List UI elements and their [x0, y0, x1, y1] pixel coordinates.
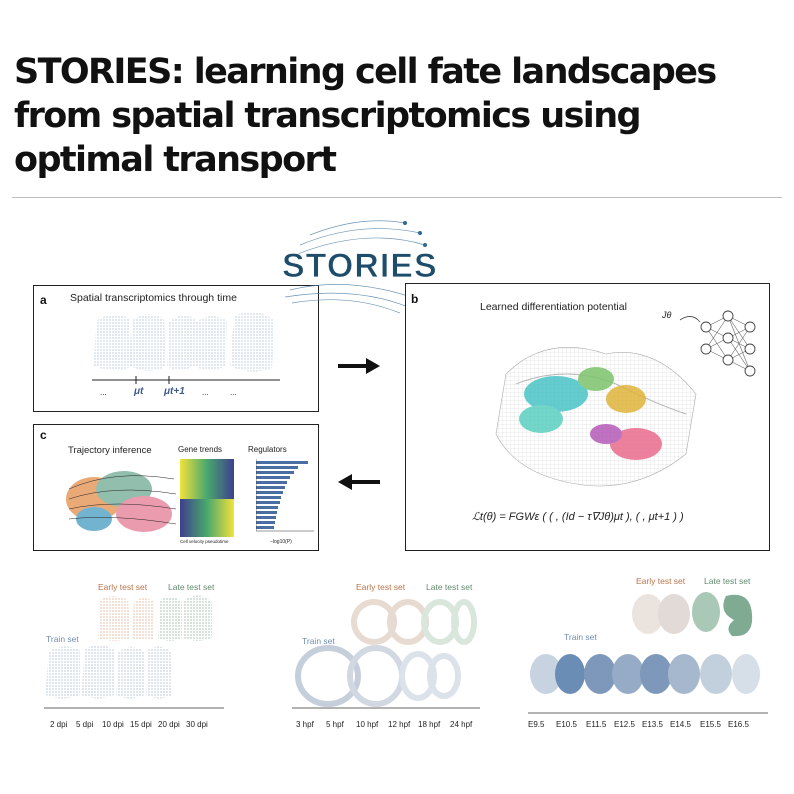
slice-1	[94, 315, 134, 370]
potential-landscape-surface	[495, 347, 697, 487]
neural-network-icon	[679, 310, 756, 377]
early-test-label: Early test set	[636, 576, 686, 586]
slice-3	[167, 315, 196, 370]
network-label: Jθ	[662, 310, 672, 320]
article-title: STORIES: learning cell fate landscapes f…	[14, 52, 717, 180]
regulators-bar-chart	[256, 459, 314, 532]
subtitle-regulators: Regulators	[248, 445, 287, 454]
slice-2	[130, 313, 166, 371]
dataset-axolotl: Train set Early test set Late test set 2…	[40, 580, 240, 740]
train-set-label: Train set	[302, 636, 335, 646]
tick-label: 3 hpf	[296, 720, 314, 729]
regulators-axis-note: −log10(P)	[270, 539, 292, 545]
slice-4	[194, 316, 227, 370]
tick-label: E15.5	[700, 720, 721, 729]
tick-label: 10 hpf	[356, 720, 379, 729]
early-test-label: Early test set	[98, 582, 148, 592]
gene-trends-heatmap	[180, 459, 234, 537]
tick-label: 20 dpi	[158, 720, 180, 729]
tick-label: E10.5	[556, 720, 577, 729]
late-test-label: Late test set	[168, 582, 215, 592]
stories-logo: STORIES	[270, 215, 450, 315]
logo-flow-lines: STORIES	[282, 220, 438, 314]
arrow-right-icon	[338, 358, 380, 374]
title-divider	[12, 197, 782, 198]
tick-label: 24 hpf	[450, 720, 473, 729]
subtitle-trajectory: Trajectory inference	[68, 445, 152, 456]
early-test-label: Early test set	[356, 582, 406, 592]
gene-trends-axis-note: Cell velocity pseudotime	[180, 539, 229, 544]
panel-b: b Learned differentiation potential Jθ	[405, 283, 770, 551]
slice-5	[230, 312, 274, 372]
tick-label: E12.5	[614, 720, 635, 729]
tick-label: 5 hpf	[326, 720, 344, 729]
panel-a-title: Spatial transcriptomics through time	[70, 292, 237, 304]
late-test-label: Late test set	[426, 582, 473, 592]
late-test-label: Late test set	[704, 576, 751, 586]
trajectory-plot	[66, 471, 177, 532]
dataset-2-slices	[292, 599, 480, 709]
spatial-slices	[92, 312, 280, 384]
panel-a-axis-label-3: μt+1	[164, 386, 185, 397]
panel-a: a Spatial transcriptomics through time .…	[33, 285, 319, 412]
panel-b-label: b	[411, 292, 419, 306]
dataset-3-embryos	[528, 592, 768, 714]
panel-a-axis-label-1: ...	[100, 388, 107, 397]
panel-a-axis-label-2: μt	[134, 386, 144, 397]
dataset-mouse: Train set Early test set Late test set E…	[520, 572, 782, 742]
loss-formula: ℒt(θ) = FGWε ( ( , (Id − τ∇Jθ)μt ), ( , …	[472, 511, 684, 523]
panel-c-label: c	[40, 428, 47, 442]
panel-b-title: Learned differentiation potential	[480, 301, 627, 313]
panel-c: c Trajectory inference Gene trends Regul…	[33, 424, 319, 551]
tick-label: E14.5	[670, 720, 691, 729]
tick-label: 30 dpi	[186, 720, 208, 729]
subtitle-gene-trends: Gene trends	[178, 445, 223, 454]
tick-label: 10 dpi	[102, 720, 124, 729]
tick-label: E16.5	[728, 720, 749, 729]
logo-text: STORIES	[282, 247, 438, 285]
train-set-label: Train set	[46, 634, 79, 644]
train-set-label: Train set	[564, 632, 597, 642]
tick-label: 5 dpi	[76, 720, 94, 729]
tick-label: 12 hpf	[388, 720, 411, 729]
dataset-zebrafish: Train set Early test set Late test set 3…	[290, 580, 490, 740]
panel-a-label: a	[40, 293, 47, 307]
tick-label: E13.5	[642, 720, 663, 729]
dataset-1-slices	[44, 595, 224, 709]
tick-label: 2 dpi	[50, 720, 68, 729]
panel-a-axis-label-4: ...	[202, 388, 209, 397]
tick-label: E9.5	[528, 720, 545, 729]
tick-label: 18 hpf	[418, 720, 441, 729]
tick-label: E11.5	[586, 720, 607, 729]
tick-label: 15 dpi	[130, 720, 152, 729]
panel-a-axis-label-5: ...	[230, 388, 237, 397]
arrow-left-icon	[338, 474, 380, 490]
